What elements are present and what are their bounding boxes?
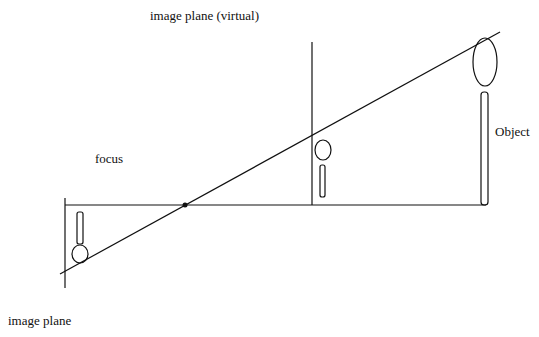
focus-label: focus [95,151,123,167]
real-image-head [72,245,88,263]
image-plane-line [64,198,65,288]
virtual-image-body [320,165,325,197]
plane-label: image plane [8,313,71,329]
real-image-body [77,212,83,244]
object-head [473,38,497,86]
plane-label: image plane (virtual) [150,8,259,24]
optical-axis [65,204,486,205]
virtual-image-head [315,140,331,160]
light-ray [60,32,500,274]
focus-point [183,203,188,208]
object-label: Object [495,124,530,140]
virtual-plane-line [311,42,312,205]
object-body [481,92,488,205]
